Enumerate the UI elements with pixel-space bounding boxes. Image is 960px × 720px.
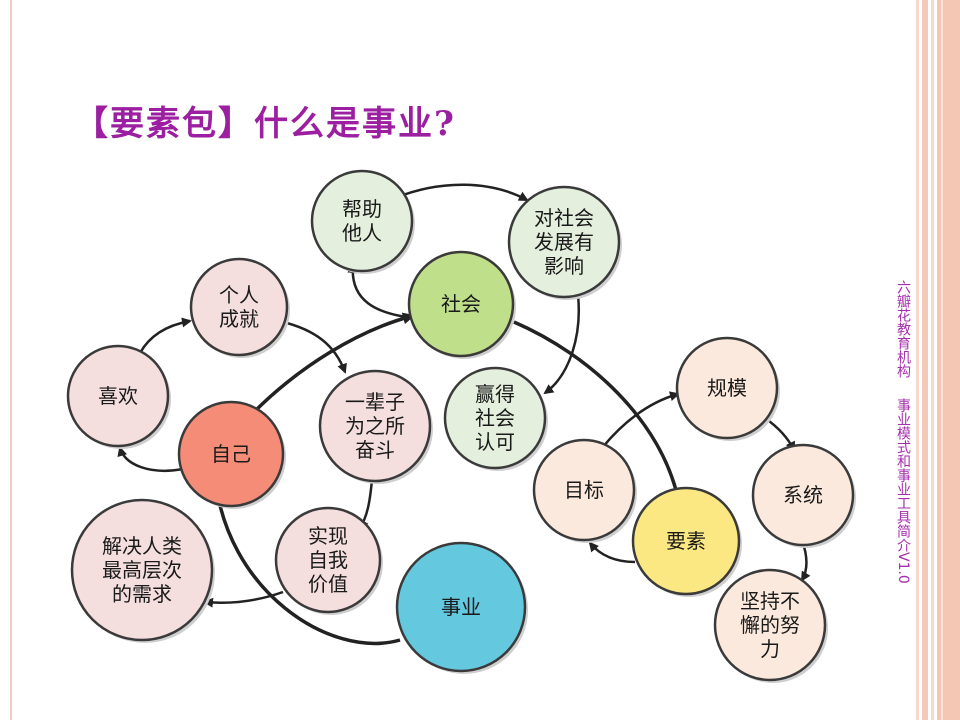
node-circle	[177, 400, 285, 508]
node-mubiao: 目标	[532, 438, 637, 543]
node-label: 个人	[219, 283, 259, 307]
node-label: 对社会	[534, 206, 594, 230]
node-label: 系统	[783, 483, 823, 507]
node-circle	[395, 541, 527, 673]
node-label: 解决人类	[102, 534, 182, 558]
node-guimo: 规模	[675, 336, 780, 441]
arrow-yaosu-to-mubiao	[588, 541, 636, 564]
node-label: 力	[760, 637, 780, 661]
node-label: 实现	[308, 524, 348, 548]
node-label: 为之所	[345, 414, 405, 438]
node-yaosu: 要素	[631, 486, 742, 597]
node-xihuan: 喜欢	[66, 344, 171, 449]
node-label: 自己	[211, 442, 251, 466]
node-label: 要素	[666, 529, 706, 553]
arrow-ziji-to-shehui	[248, 312, 415, 418]
arrow-guimo-to-xitong	[764, 416, 796, 452]
node-label: 坚持不	[740, 589, 800, 613]
node-label: 目标	[564, 478, 604, 502]
node-shiye: 事业	[395, 541, 528, 674]
node-label: 赢得	[475, 382, 515, 406]
arrow-shiye-to-ziji	[209, 472, 401, 646]
right-decor-stripe	[916, 0, 919, 720]
diagram-nodes: 帮助他人对社会发展有影响社会个人成就喜欢自己一辈子为之所奋斗赢得社会认可实现自我…	[66, 169, 856, 683]
node-label: 最高层次	[102, 558, 182, 582]
arrow-mubiao-to-guimo	[601, 391, 680, 449]
right-decor-stripe	[931, 0, 934, 720]
node-circle	[318, 369, 432, 483]
left-border-line	[10, 0, 12, 720]
node-circle	[70, 498, 214, 642]
page-title: 【要素包】什么是事业?	[74, 104, 456, 144]
node-circle	[274, 506, 382, 614]
node-label: 事业	[441, 595, 481, 619]
arrow-shehui-to-yaosu	[513, 320, 682, 501]
node-label: 他人	[342, 221, 382, 245]
node-ziji: 自己	[177, 400, 286, 509]
node-circle	[443, 366, 547, 470]
arrow-shixian-to-jiejue	[203, 590, 284, 608]
node-label: 一辈子	[345, 390, 405, 414]
node-label: 自我	[308, 548, 348, 572]
node-circle	[713, 568, 827, 682]
node-label: 社会	[475, 406, 515, 430]
right-decor-stripe	[922, 0, 928, 720]
node-circle	[751, 443, 855, 547]
arrow-bangzhu-to-duishehui	[394, 183, 529, 202]
side-caption: 六瓣花教育机构事业模式和事业工具简介V1.0	[892, 280, 914, 584]
arrow-xihuan-to-gerenchengjiu	[138, 317, 192, 354]
arrow-duishehui-to-yingde	[543, 294, 580, 395]
side-org-name: 六瓣花教育机构	[895, 280, 911, 378]
node-label: 懈的努	[740, 613, 800, 637]
right-decor-stripe	[941, 0, 943, 720]
node-label: 成就	[219, 307, 259, 331]
arrow-ziji-to-xihuan	[117, 446, 184, 472]
node-label: 价值	[308, 572, 348, 596]
node-label: 帮助	[342, 197, 382, 221]
node-label: 喜欢	[98, 384, 138, 408]
node-circle	[507, 185, 621, 299]
arrow-gerenchengjiu-to-yibeizi	[282, 320, 347, 374]
node-circle	[310, 169, 414, 273]
node-circle	[407, 250, 515, 358]
node-label: 社会	[441, 292, 481, 316]
node-label: 的需求	[112, 582, 172, 606]
node-label: 规模	[707, 376, 747, 400]
node-xitong: 系统	[751, 443, 856, 548]
node-circle	[532, 438, 636, 542]
node-circle	[675, 336, 779, 440]
node-circle	[189, 257, 289, 357]
node-circle	[66, 344, 170, 448]
node-shehui: 社会	[407, 250, 516, 359]
node-label: 奋斗	[355, 438, 395, 462]
node-circle	[631, 486, 741, 596]
node-label: 发展有	[534, 230, 594, 254]
node-label: 影响	[544, 254, 584, 278]
node-label: 认可	[475, 430, 515, 454]
side-course-name: 事业模式和事业工具简介V1.0	[895, 398, 911, 584]
